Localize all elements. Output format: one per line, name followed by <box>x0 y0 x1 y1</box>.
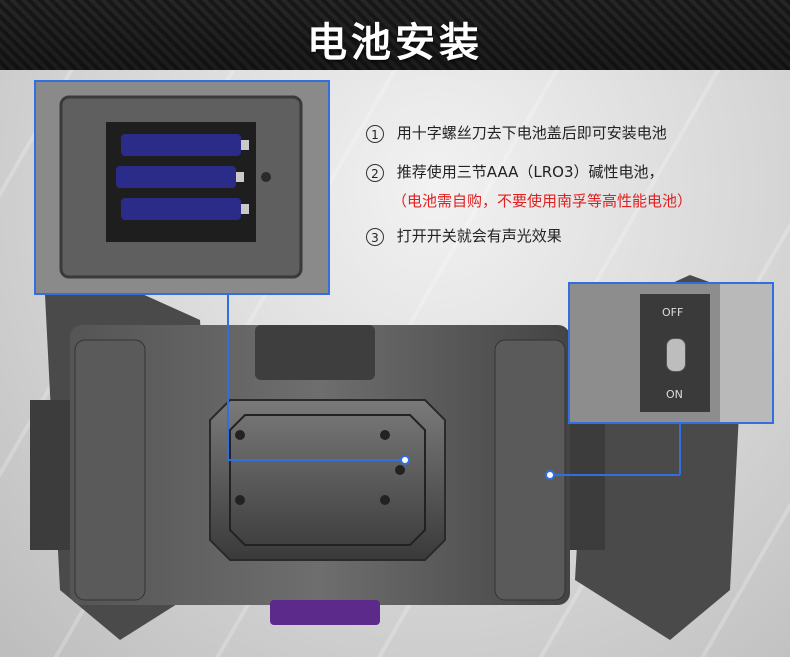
device-bottom-light <box>270 600 380 625</box>
header-overlay <box>0 0 790 70</box>
cover-screw <box>380 495 390 505</box>
cover-screw <box>380 430 390 440</box>
battery-compartment-inset <box>34 80 330 295</box>
step-number: 1 <box>366 124 384 143</box>
cover-screw <box>235 495 245 505</box>
cover-screw <box>235 430 245 440</box>
device-illustration <box>30 275 745 640</box>
switch-on-label: ON <box>666 388 683 401</box>
step-number: 2 <box>366 163 384 182</box>
battery-1 <box>121 134 249 156</box>
page-title: 电池安装 <box>307 20 483 66</box>
power-switch-inset: OFF ON <box>568 282 774 424</box>
device-column-left <box>74 339 146 601</box>
device-top-cap <box>255 325 375 380</box>
battery-cover <box>209 399 446 561</box>
device-column-right <box>494 339 566 601</box>
step-1: 1 用十字螺丝刀去下电池盖后即可安装电池 <box>366 122 776 143</box>
step-number: 3 <box>366 227 384 246</box>
switch-off-label: OFF <box>662 306 684 319</box>
callout-dot <box>400 455 410 465</box>
product-stage: OFF ON 1 用十字螺丝刀去下电池盖后即可安装电池 2 推荐使用三节AAA（… <box>0 70 790 657</box>
step-text: 打开开关就会有声光效果 <box>396 227 562 245</box>
instruction-list: 1 用十字螺丝刀去下电池盖后即可安装电池 2 推荐使用三节AAA（LRO3）碱性… <box>366 122 776 264</box>
battery-compartment-image <box>36 82 328 293</box>
battery-warning: （电池需自购，不要使用南孚等高性能电池） <box>392 192 693 210</box>
battery-cover-inner <box>229 414 426 546</box>
battery-2 <box>116 166 244 188</box>
switch-image <box>570 284 772 422</box>
step-text: 推荐使用三节AAA（LRO3）碱性电池， <box>396 163 664 181</box>
step-2: 2 推荐使用三节AAA（LRO3）碱性电池， <box>366 161 776 182</box>
step-text: 用十字螺丝刀去下电池盖后即可安装电池 <box>396 124 667 142</box>
header-banner: 电池安装 <box>0 0 790 70</box>
step-3: 3 打开开关就会有声光效果 <box>366 225 776 246</box>
power-switch[interactable] <box>666 338 686 372</box>
cover-screw <box>395 465 405 475</box>
callout-dot <box>545 470 555 480</box>
battery-3 <box>121 198 249 220</box>
